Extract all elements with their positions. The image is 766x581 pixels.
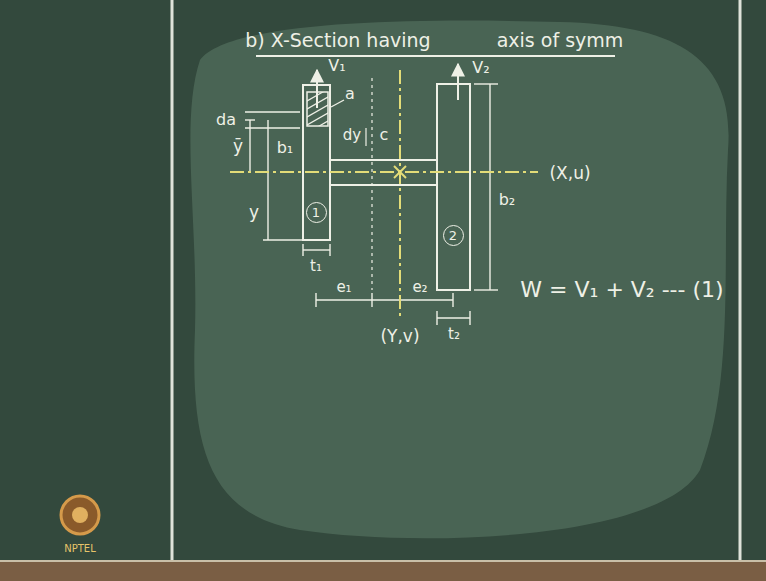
- dimension-label: dy: [343, 127, 361, 144]
- axis-label: (X,u): [549, 164, 590, 183]
- dimension-label: e₁: [336, 279, 351, 296]
- dimension-label: ȳ: [233, 137, 243, 156]
- dimension-label: t₂: [448, 326, 460, 343]
- area-label: a: [345, 85, 355, 103]
- dimension-label: y: [249, 203, 259, 222]
- logo-text: NPTEL: [64, 543, 96, 554]
- part-number: 1: [312, 206, 320, 219]
- shear-force-label: V₁: [328, 57, 345, 75]
- dimension-label: e₂: [412, 279, 427, 296]
- dimension-label: t₁: [310, 258, 322, 275]
- equation: W = V₁ + V₂ --- (1): [520, 278, 723, 302]
- dimension-label: b₁: [277, 139, 294, 157]
- centroid-label: c: [380, 126, 389, 144]
- section-title: axis of symm: [497, 30, 624, 51]
- part-number: 2: [449, 229, 457, 242]
- part-number-circle: 1: [306, 202, 327, 223]
- axis-label: (Y,v): [380, 327, 419, 346]
- part-number-circle: 2: [443, 225, 464, 246]
- dimension-label: b₂: [499, 191, 516, 209]
- dimension-label: da: [216, 111, 236, 129]
- section-title: b) X-Section having: [245, 30, 430, 51]
- shear-force-label: V₂: [472, 59, 489, 77]
